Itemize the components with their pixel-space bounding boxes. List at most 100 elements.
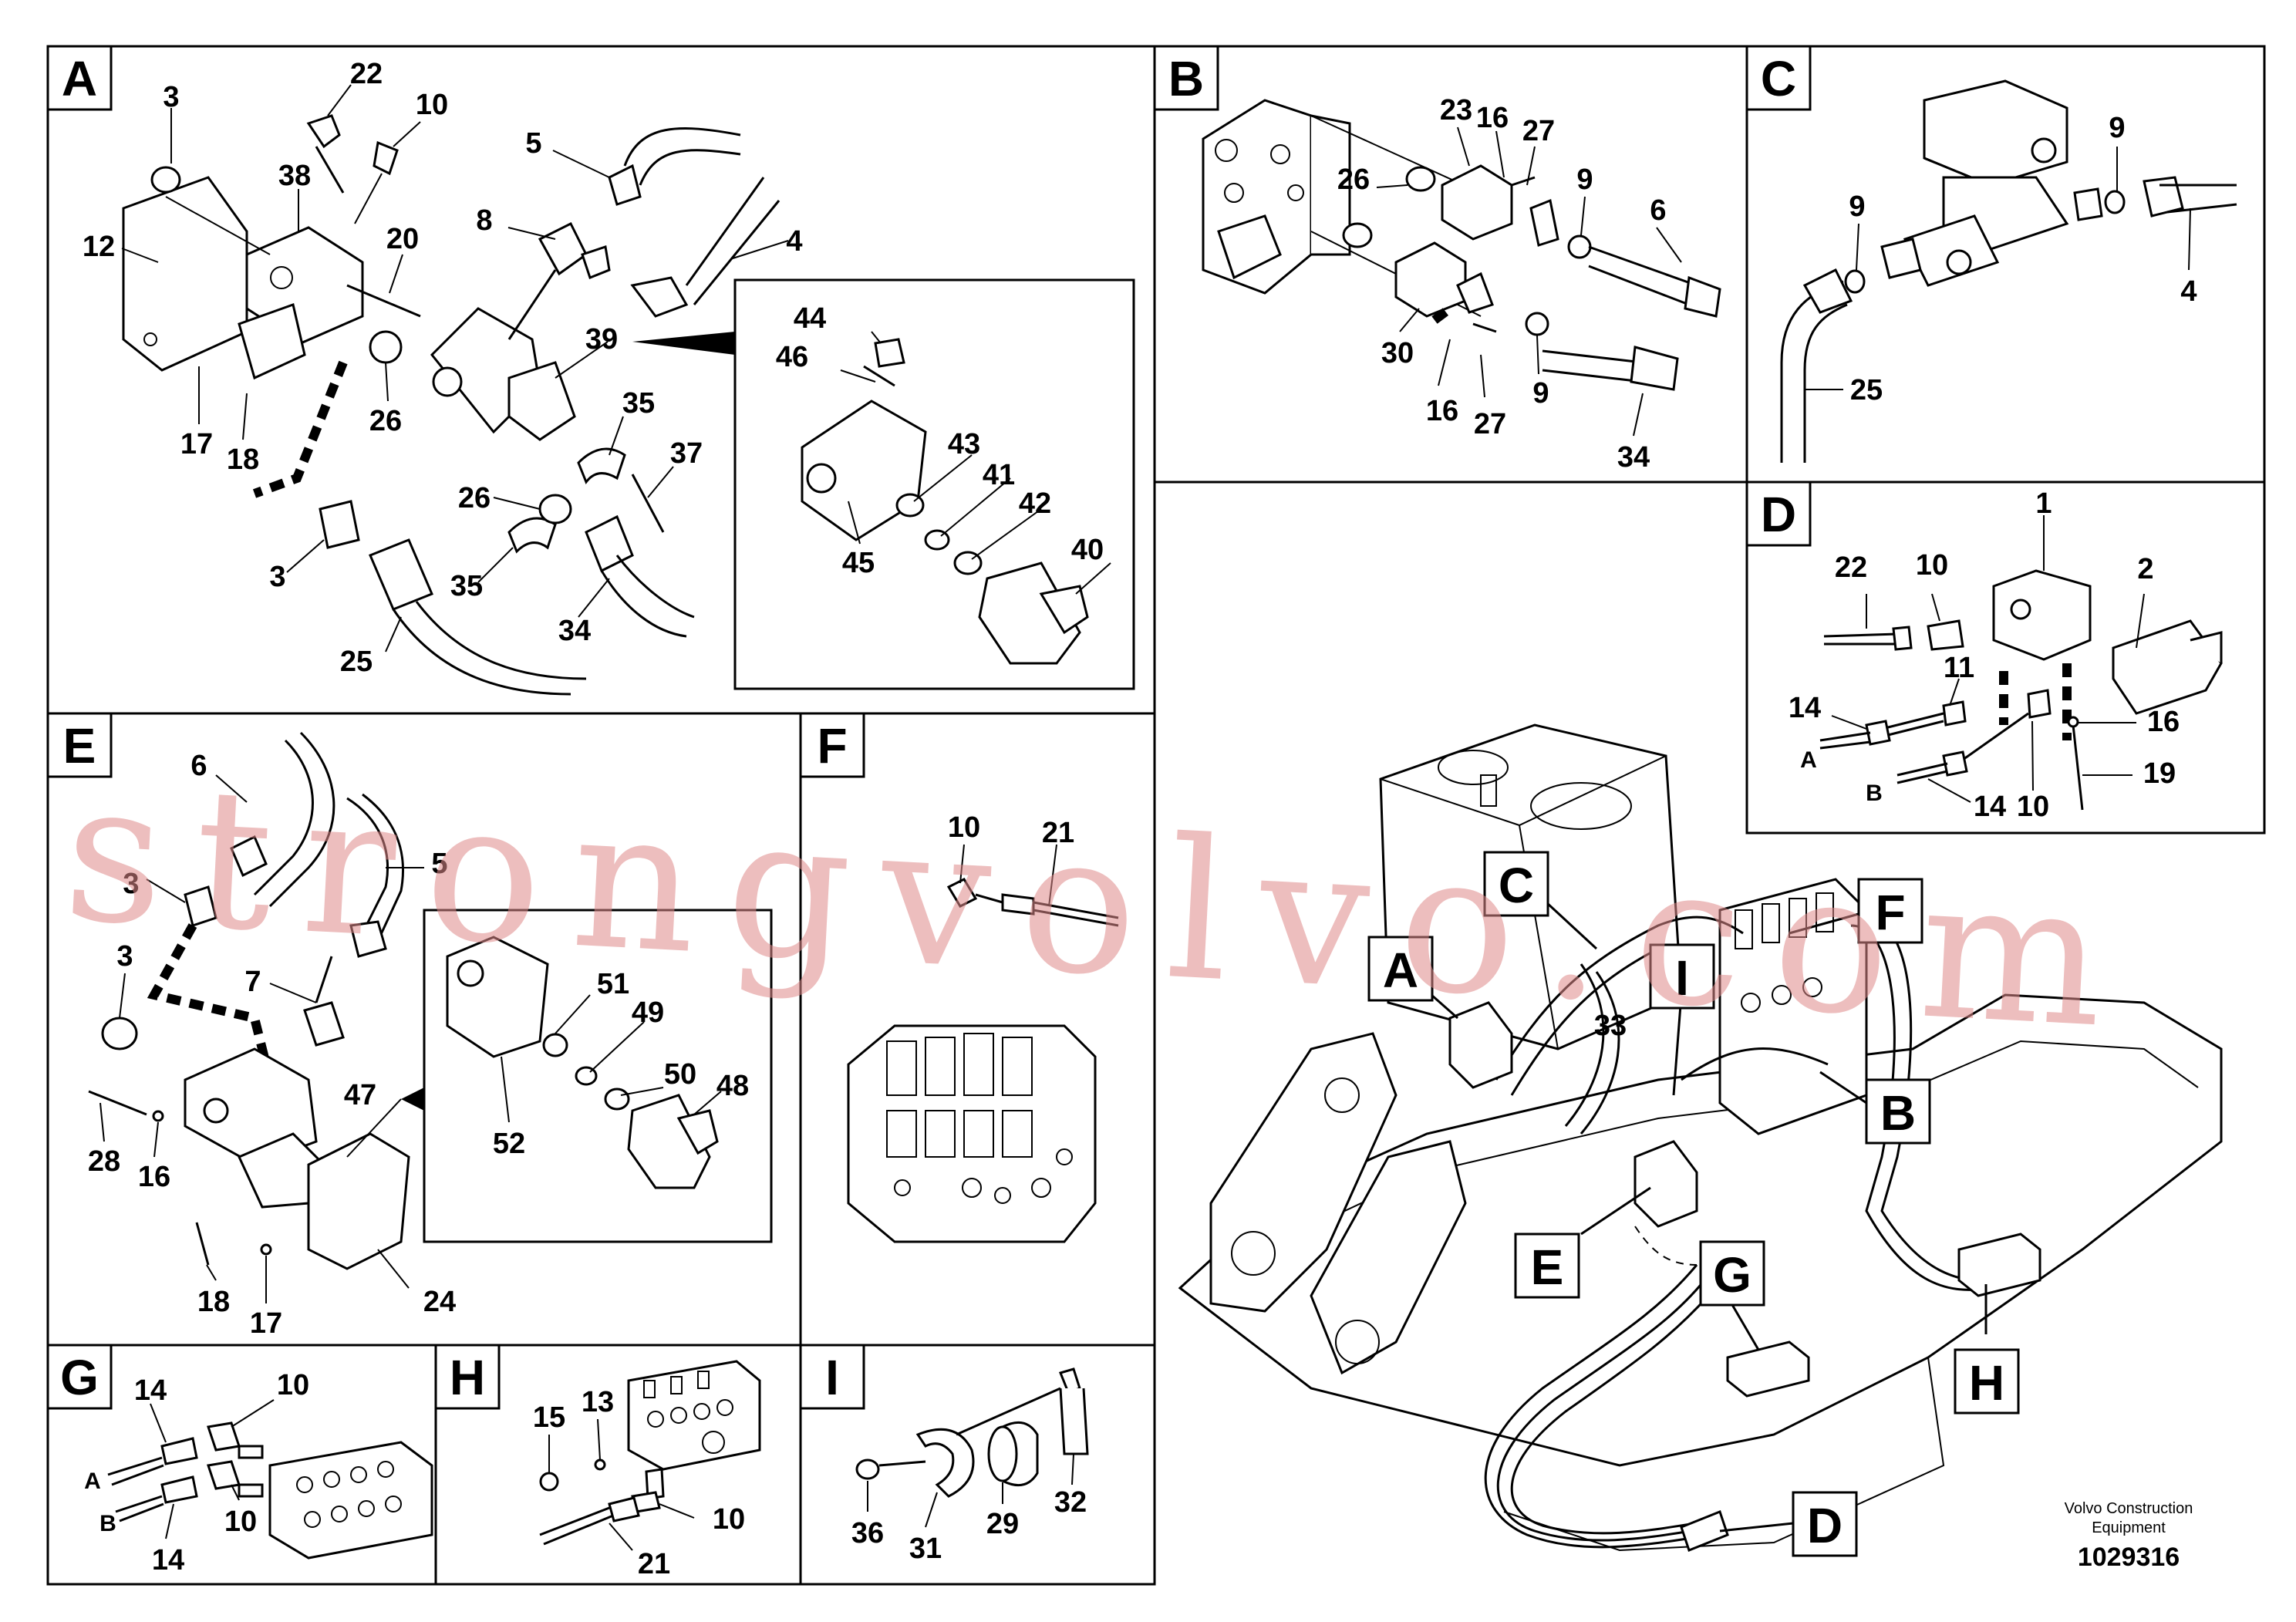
svg-text:A: A <box>1800 747 1817 773</box>
svg-text:25: 25 <box>340 646 373 678</box>
svg-text:30: 30 <box>1381 337 1414 369</box>
panel-b-drawing <box>1202 99 1721 437</box>
svg-text:7: 7 <box>244 966 261 998</box>
svg-text:10: 10 <box>713 1503 745 1536</box>
svg-text:11: 11 <box>1944 652 1974 684</box>
panel-h-id: H <box>434 1344 501 1410</box>
svg-text:6: 6 <box>1650 194 1666 227</box>
svg-text:15: 15 <box>533 1401 565 1434</box>
svg-text:14: 14 <box>1974 791 2006 823</box>
svg-text:10: 10 <box>1916 549 1948 582</box>
svg-text:A: A <box>1383 943 1418 998</box>
svg-text:32: 32 <box>1054 1486 1087 1519</box>
svg-text:50: 50 <box>664 1058 696 1091</box>
panel-f-drawing <box>847 844 1119 1243</box>
svg-text:9: 9 <box>1849 191 1865 223</box>
panel-d-labels: 1 22 10 2 11 14 16 19 10 14 A B <box>1789 487 2180 823</box>
panel-e-drawing <box>88 731 773 1303</box>
panel-a-id: A <box>46 45 113 111</box>
svg-text:18: 18 <box>227 443 259 476</box>
svg-text:38: 38 <box>278 160 311 192</box>
svg-text:14: 14 <box>1789 692 1821 724</box>
svg-text:20: 20 <box>386 223 419 255</box>
svg-text:strongvolvo.com: strongvolvo.com <box>59 739 2139 1071</box>
svg-text:E: E <box>63 718 96 774</box>
svg-text:I: I <box>1675 950 1689 1006</box>
svg-text:19: 19 <box>2143 757 2176 790</box>
svg-text:9: 9 <box>1576 164 1593 196</box>
svg-text:10: 10 <box>277 1369 309 1401</box>
svg-text:F: F <box>817 718 847 774</box>
svg-text:22: 22 <box>350 58 383 90</box>
svg-text:22: 22 <box>1835 551 1867 584</box>
svg-text:35: 35 <box>450 570 483 602</box>
panel-g-drawing <box>107 1399 433 1560</box>
panel-h-drawing <box>539 1360 761 1551</box>
svg-text:14: 14 <box>134 1374 167 1407</box>
svg-text:16: 16 <box>138 1161 170 1193</box>
panel-e-labels: 6 5 3 3 7 47 28 16 18 17 24 51 49 50 52 … <box>88 750 749 1340</box>
panel-i-id: I <box>799 1344 865 1410</box>
panel-frames <box>46 45 2266 1586</box>
svg-text:16: 16 <box>1426 395 1458 427</box>
overview-callouts: C F A I B E G H D 33 <box>1367 851 2020 1557</box>
svg-text:47: 47 <box>344 1079 376 1111</box>
panel-f-labels: 10 21 <box>948 811 1074 849</box>
svg-text:3: 3 <box>163 81 179 113</box>
svg-text:12: 12 <box>83 231 115 263</box>
svg-text:26: 26 <box>369 405 402 437</box>
svg-text:24: 24 <box>423 1286 456 1318</box>
panel-b-labels: 23 16 27 26 9 6 30 9 16 27 34 <box>1337 94 1667 474</box>
svg-text:18: 18 <box>197 1286 230 1318</box>
svg-text:21: 21 <box>1042 817 1074 849</box>
svg-text:8: 8 <box>476 204 492 237</box>
svg-text:9: 9 <box>1532 377 1549 410</box>
panel-c-drawing <box>1780 79 2237 463</box>
svg-text:4: 4 <box>2180 275 2197 308</box>
svg-text:10: 10 <box>2017 791 2049 823</box>
svg-text:48: 48 <box>716 1070 749 1102</box>
panel-g-labels: 14 10 10 14 A B <box>84 1369 309 1576</box>
svg-text:C: C <box>1761 51 1796 106</box>
svg-text:D: D <box>1807 1498 1843 1553</box>
panel-a-drawing <box>121 84 1135 696</box>
footer-block: Volvo Construction Equipment 1029316 <box>2065 1500 2193 1572</box>
svg-text:A: A <box>62 51 97 106</box>
svg-text:Equipment: Equipment <box>2092 1519 2166 1536</box>
svg-text:33: 33 <box>1594 1010 1627 1042</box>
svg-text:26: 26 <box>1337 164 1370 196</box>
panel-i-labels: 36 31 29 32 <box>851 1486 1087 1565</box>
svg-text:B: B <box>1866 781 1883 806</box>
svg-text:10: 10 <box>224 1506 257 1538</box>
svg-text:16: 16 <box>1476 102 1509 134</box>
panel-d-id: D <box>1745 481 1812 547</box>
panel-h-labels: 15 13 10 21 <box>533 1386 745 1580</box>
svg-text:1: 1 <box>2035 487 2052 520</box>
svg-text:3: 3 <box>269 561 285 593</box>
svg-text:C: C <box>1499 858 1534 913</box>
panel-b-id: B <box>1153 45 1219 111</box>
svg-text:39: 39 <box>585 323 618 356</box>
svg-text:42: 42 <box>1019 487 1051 520</box>
watermark: strongvolvo.com <box>59 739 2139 1071</box>
svg-text:34: 34 <box>558 615 591 647</box>
svg-text:49: 49 <box>632 996 664 1029</box>
svg-text:6: 6 <box>190 750 207 782</box>
svg-text:26: 26 <box>458 482 491 514</box>
svg-text:29: 29 <box>986 1508 1019 1540</box>
panel-i-drawing <box>855 1367 1089 1528</box>
svg-text:H: H <box>1969 1355 2004 1411</box>
svg-text:D: D <box>1761 487 1796 542</box>
svg-text:37: 37 <box>670 437 703 470</box>
svg-text:17: 17 <box>250 1307 282 1340</box>
svg-text:52: 52 <box>493 1128 525 1160</box>
svg-text:B: B <box>1168 51 1204 106</box>
svg-text:46: 46 <box>776 341 808 373</box>
svg-text:31: 31 <box>909 1533 942 1565</box>
svg-text:I: I <box>825 1350 839 1405</box>
svg-text:43: 43 <box>948 428 980 460</box>
svg-text:16: 16 <box>2147 706 2180 738</box>
svg-text:B: B <box>99 1511 116 1536</box>
svg-text:41: 41 <box>983 459 1015 491</box>
svg-text:4: 4 <box>786 225 802 258</box>
